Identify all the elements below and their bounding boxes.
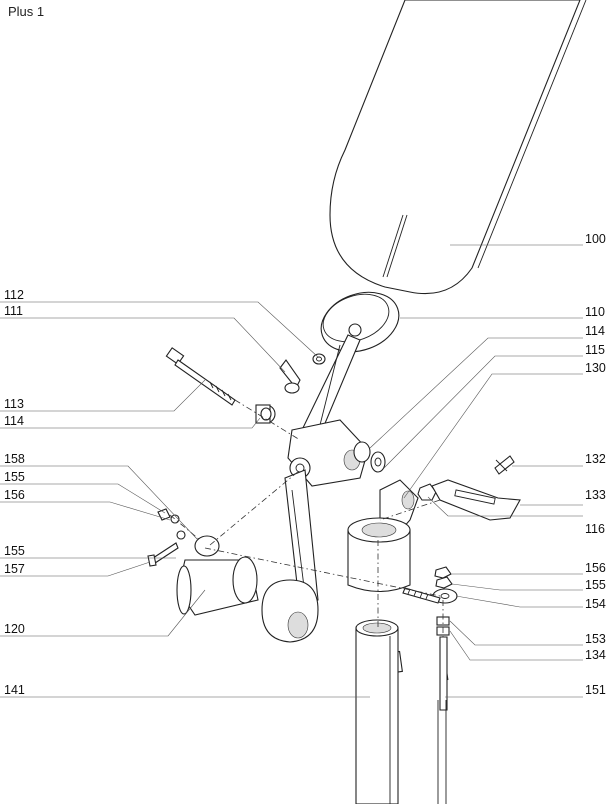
label-114-right: 114 <box>585 324 605 338</box>
part-112-washer <box>312 353 326 365</box>
part-114-bushing <box>255 404 276 424</box>
part-141-tube <box>355 619 399 804</box>
part-100-blade <box>329 0 587 295</box>
part-111-lever <box>279 359 301 394</box>
label-153: 153 <box>585 632 606 646</box>
part-setscrew <box>391 587 441 674</box>
label-133: 133 <box>585 488 606 502</box>
assembly-axes <box>169 399 444 640</box>
label-114-left: 114 <box>4 414 24 428</box>
label-155-right: 155 <box>585 578 606 592</box>
label-130: 130 <box>585 361 606 375</box>
part-157-screw <box>147 542 179 567</box>
label-132: 132 <box>585 452 606 466</box>
part-lower-arm <box>261 469 319 643</box>
label-100: 100 <box>585 232 606 246</box>
label-155-top: 155 <box>4 470 25 484</box>
label-141: 141 <box>4 683 25 697</box>
label-116: 116 <box>585 522 605 536</box>
label-134: 134 <box>585 648 606 662</box>
diagram-title: Plus 1 <box>8 4 45 19</box>
leader-lines <box>0 244 583 698</box>
label-155-mid: 155 <box>4 544 25 558</box>
part-151-rod <box>437 700 447 804</box>
label-112: 112 <box>4 288 24 302</box>
part-113-bolt <box>165 347 236 406</box>
label-113: 113 <box>4 397 24 411</box>
part-116-nut <box>417 483 437 501</box>
label-110: 110 <box>585 305 605 319</box>
label-120: 120 <box>4 622 25 636</box>
label-156-right: 156 <box>585 561 606 575</box>
label-111: 111 <box>4 304 24 318</box>
part-133-bracket <box>431 479 521 521</box>
label-151: 151 <box>585 683 606 697</box>
part-115-washers <box>353 441 386 473</box>
label-158: 158 <box>4 452 25 466</box>
label-154: 154 <box>585 597 606 611</box>
label-157: 157 <box>4 562 25 576</box>
part-132-screw <box>494 455 515 475</box>
label-115: 115 <box>585 343 605 357</box>
part-clamp-sleeve <box>347 517 411 592</box>
label-156-left: 156 <box>4 488 25 502</box>
part-120-cylinder <box>176 556 259 616</box>
